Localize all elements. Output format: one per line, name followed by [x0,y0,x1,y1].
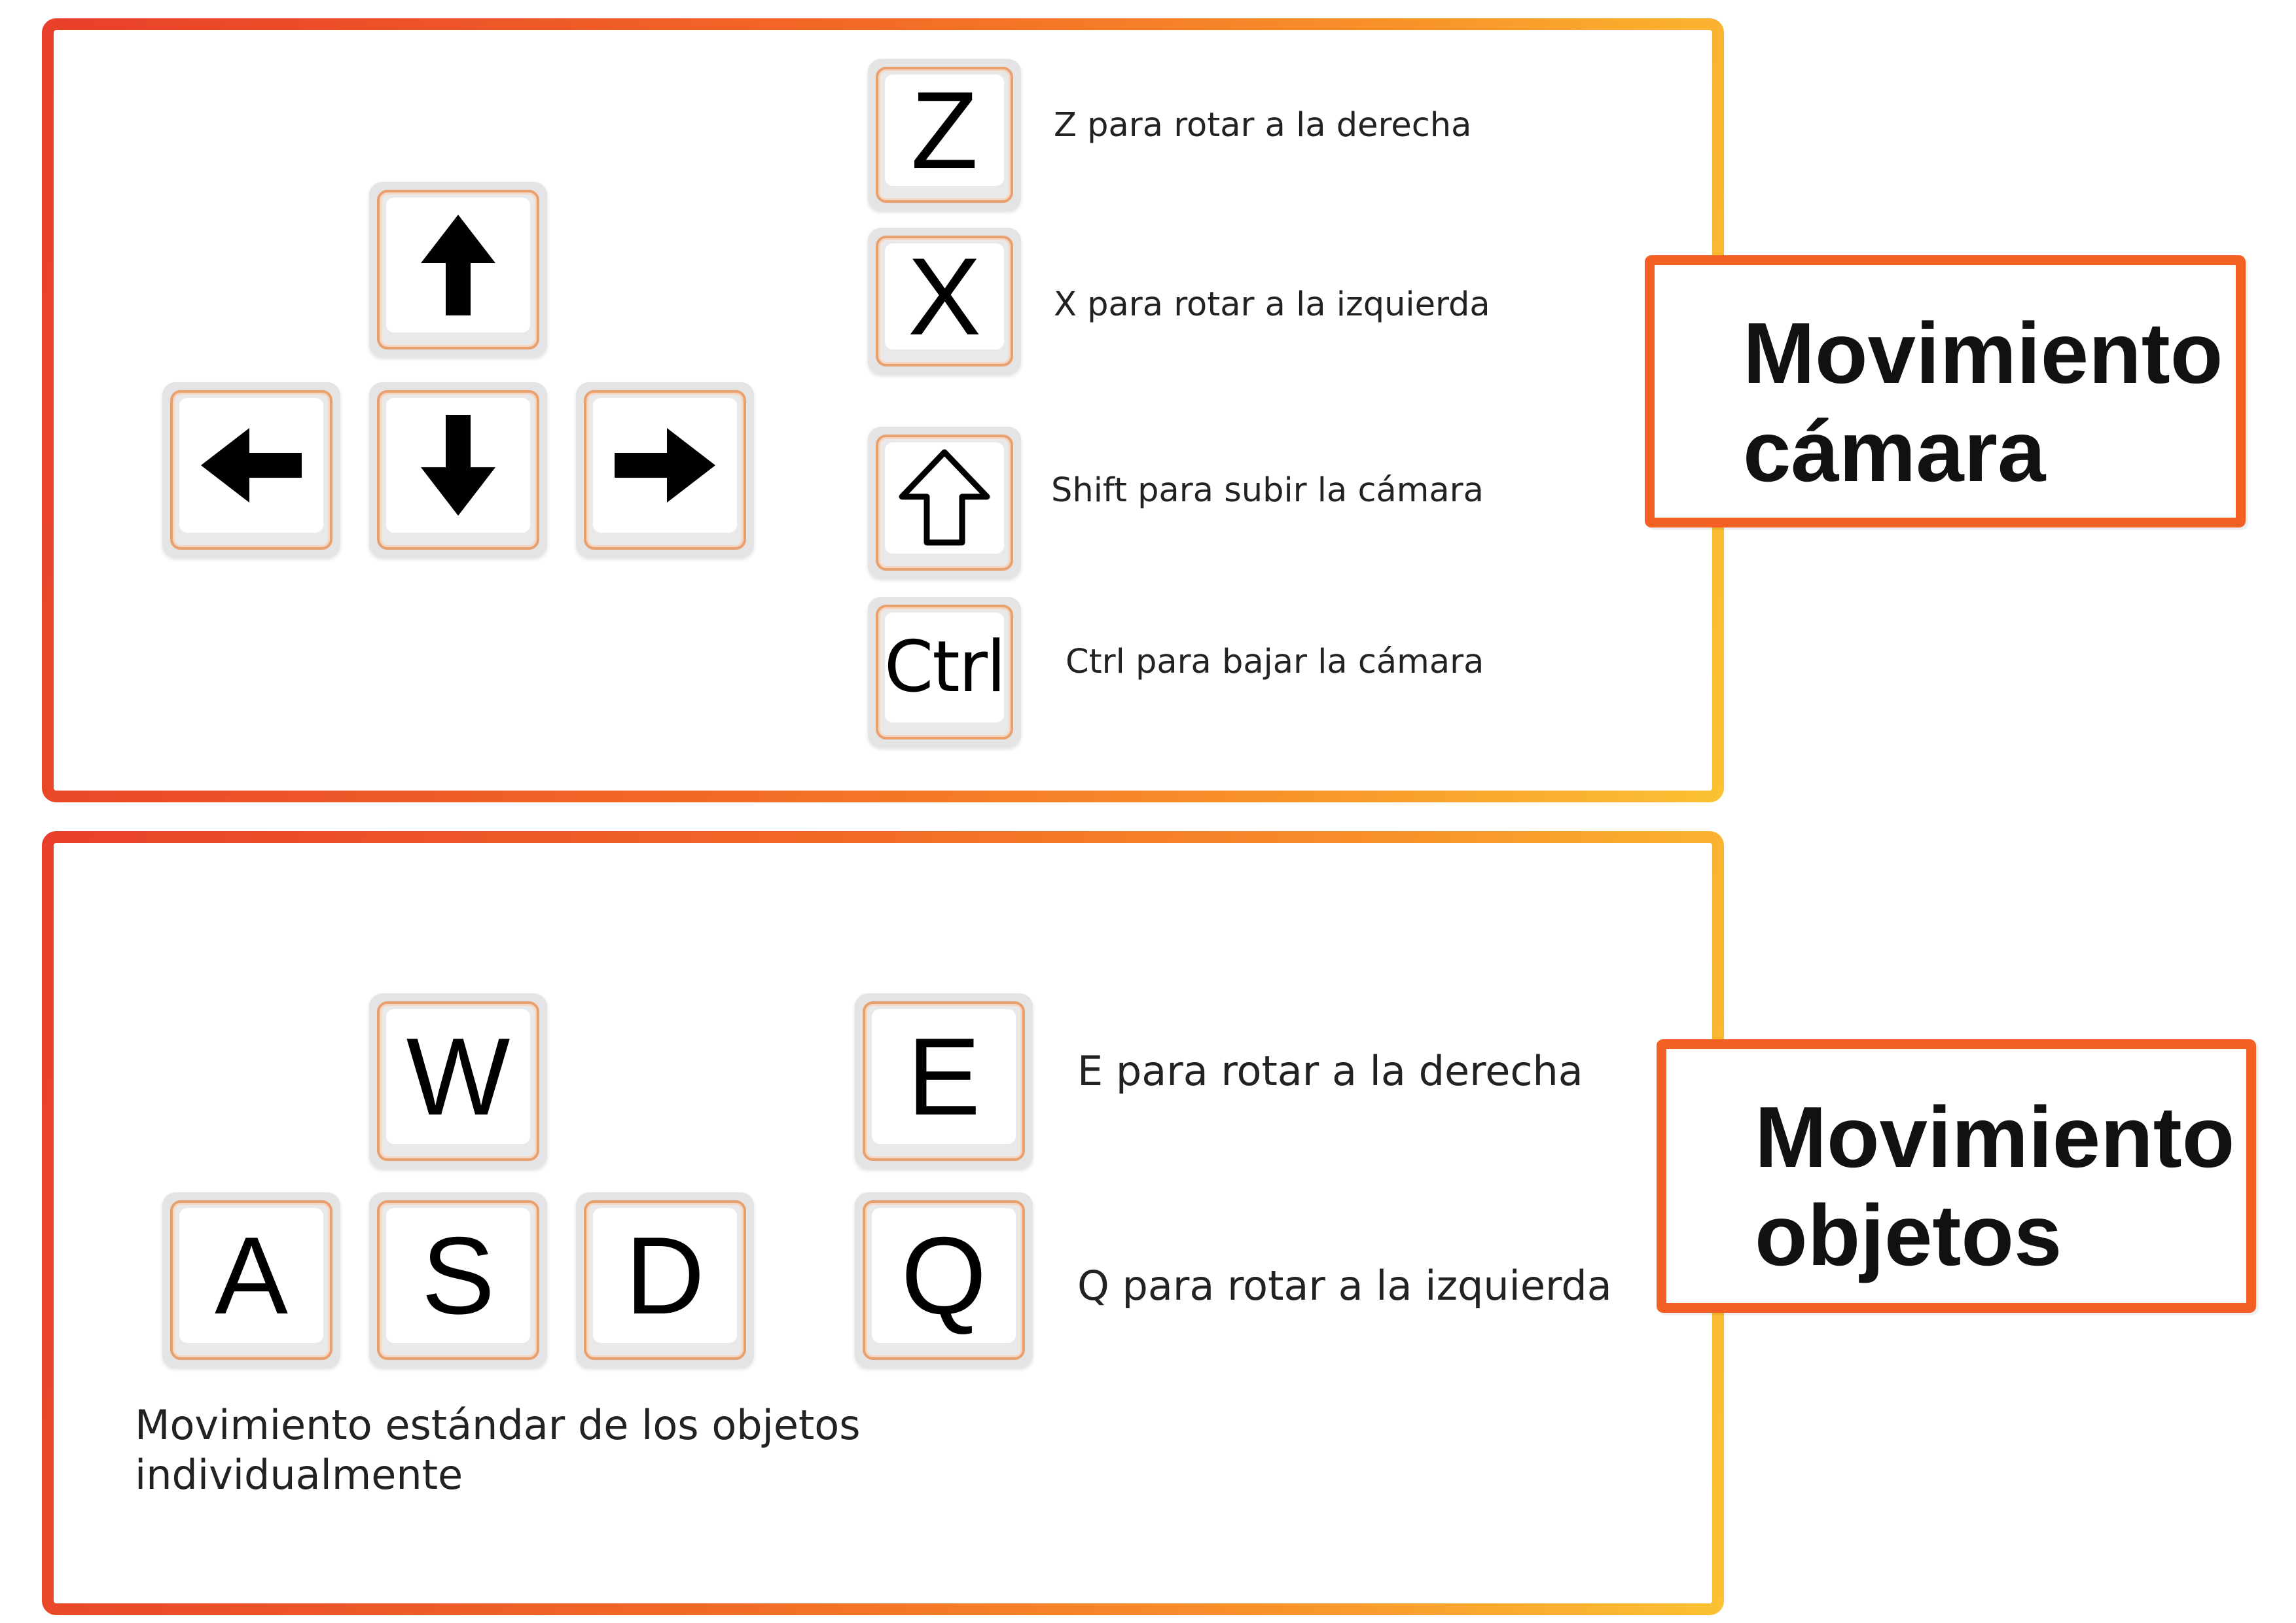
w-key: W [369,993,547,1169]
ctrl-key-description: Ctrl para bajar la cámara [1066,643,1484,681]
q-key-description: Q para rotar a la izquierda [1077,1262,1612,1310]
shift-key-description: Shift para subir la cámara [1051,471,1484,510]
camera-title-box: Movimiento cámara [1645,255,2246,527]
a-key: A [162,1192,340,1368]
a-key-label: A [214,1214,289,1337]
objects-title-line1: Movimiento [1755,1089,2235,1185]
q-key: Q [855,1192,1033,1368]
x-key: X [868,228,1021,374]
d-key-label: D [625,1214,705,1337]
left-arrow-icon [201,428,302,503]
z-key-description: Z para rotar a la derecha [1054,106,1472,145]
shift-key [868,427,1021,579]
up-arrow-key [369,182,547,357]
e-key-description: E para rotar a la derecha [1077,1047,1583,1095]
down-arrow-icon [421,415,495,516]
d-key: D [576,1192,754,1368]
e-key-label: E [906,1015,981,1138]
x-key-label: X [907,243,982,349]
objects-title-box: Movimiento objetos [1657,1039,2256,1313]
z-key-label: Z [910,75,978,186]
down-arrow-key [369,382,547,558]
camera-title-line1: Movimiento [1743,305,2223,401]
e-key: E [855,993,1033,1169]
shift-arrow-icon [899,449,990,546]
up-arrow-icon [421,215,495,315]
right-arrow-icon [615,428,715,503]
w-key-label: W [406,1015,511,1138]
z-key: Z [868,59,1021,211]
right-arrow-key [576,382,754,558]
wasd-caption: Movimiento estándar de los objetos indiv… [135,1401,861,1499]
objects-title-line2: objetos [1755,1187,2062,1283]
s-key: S [369,1192,547,1368]
camera-title-line2: cámara [1743,403,2046,499]
ctrl-key-label: Ctrl [885,626,1004,708]
ctrl-key: Ctrl [868,597,1021,747]
left-arrow-key [162,382,340,558]
q-key-label: Q [901,1214,987,1337]
s-key-label: S [421,1214,495,1337]
x-key-description: X para rotar a la izquierda [1054,285,1490,324]
